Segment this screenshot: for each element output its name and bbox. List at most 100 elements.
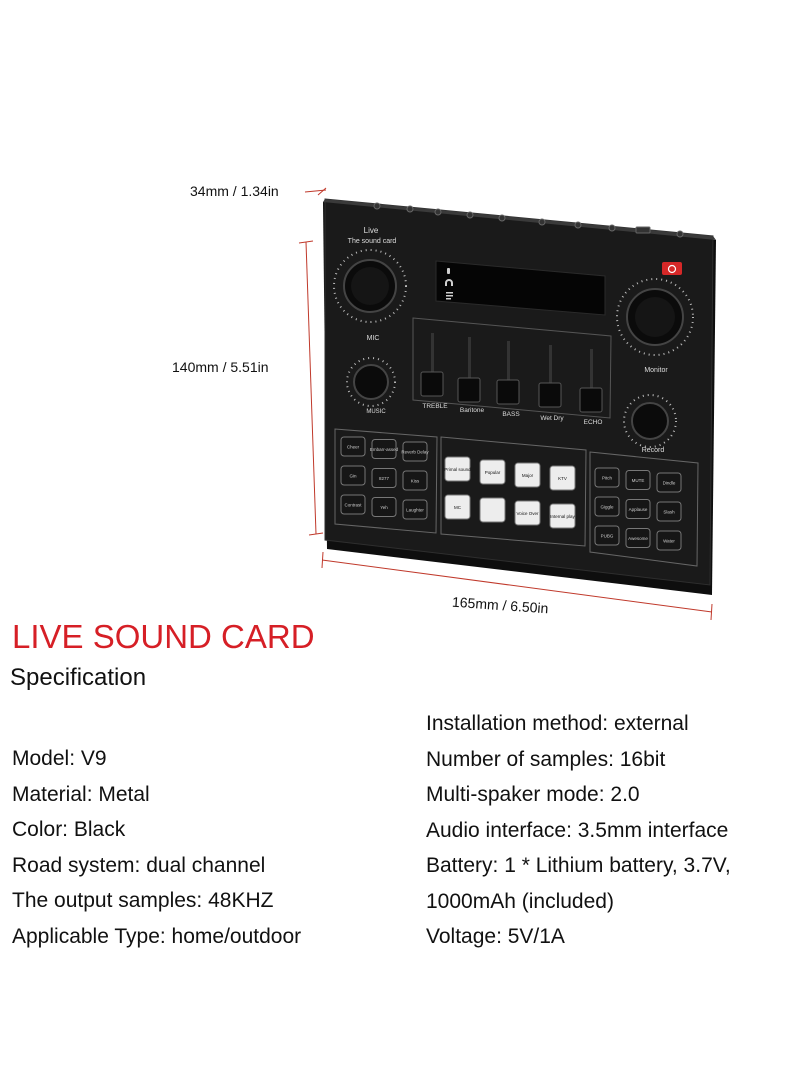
pad-label: PUBG — [601, 534, 614, 539]
pad-label: Embarr-assed — [370, 447, 399, 452]
pad-label: Slash — [663, 510, 675, 515]
spec-list-right: Installation method: external Number of … — [426, 706, 731, 955]
pad-button[interactable]: Kiss — [402, 470, 428, 491]
pad-button[interactable]: 8277 — [371, 468, 397, 488]
fader-label: Baritone — [460, 407, 485, 414]
record-knob-label: Record — [642, 447, 665, 454]
record-knob-scale — [623, 394, 677, 448]
pad-label: Voice Over — [516, 511, 539, 516]
pad-button[interactable]: Awesome — [625, 528, 651, 548]
spec-item: Number of samples: 16bit — [426, 747, 666, 771]
pad-button[interactable]: PUBG — [594, 525, 620, 546]
pad-label: Water — [663, 539, 675, 544]
pad-label: Dindle — [663, 481, 676, 486]
spec-item: Road system: dual channel — [12, 853, 266, 877]
monitor-knob-scale — [616, 278, 694, 356]
spec-item: Battery: 1 * Lithium battery, 3.7V, — [426, 854, 731, 877]
pad-button[interactable]: Reverb Delay — [401, 441, 429, 462]
dimension-lines — [298, 187, 713, 620]
mic-knob-label: MIC — [367, 335, 380, 342]
fader-label: ECHO — [584, 419, 603, 426]
page-title: LIVE SOUND CARD — [12, 618, 315, 655]
spec-item: Voltage: 5V/1A — [426, 925, 565, 948]
pad-button[interactable]: Major — [514, 462, 541, 488]
spec-item: Multi-spaker mode: 2.0 — [426, 783, 640, 806]
pad-label: Yeh — [380, 505, 388, 510]
pad-label: Laughter — [406, 508, 424, 513]
pad-label: Pitch — [602, 476, 613, 481]
pad-button[interactable]: Voice Over — [514, 500, 541, 526]
fader-wet-dry[interactable] — [538, 345, 562, 408]
pad-button[interactable] — [479, 497, 506, 523]
center-pad-group — [440, 436, 587, 547]
pad-button[interactable]: Cheer — [340, 436, 366, 457]
pad-label: Major — [522, 473, 534, 478]
pad-label: Awesome — [628, 536, 648, 541]
fader-treble[interactable] — [420, 333, 444, 397]
spec-item: 1000mAh (included) — [426, 889, 614, 913]
spec-item: Audio interface: 3.5mm interface — [426, 818, 729, 842]
pad-button[interactable]: MC — [444, 494, 471, 520]
fader-label: Wet Dry — [540, 415, 564, 422]
pad-label: Applause — [629, 507, 648, 512]
pad-label: Kiss — [411, 479, 420, 484]
spec-item: Material: Metal — [12, 782, 150, 806]
audio-jacks — [373, 202, 684, 238]
mic-knob-scale — [333, 249, 407, 323]
music-knob-label: MUSIC — [366, 409, 386, 415]
faders — [420, 333, 603, 413]
pad-button[interactable]: Applause — [625, 499, 651, 519]
device-top-edge — [323, 199, 716, 240]
pad-button[interactable]: Slash — [656, 501, 682, 522]
spec-item: Installation method: external — [426, 712, 689, 735]
spec-item: The output samples: 48KHZ — [12, 889, 274, 912]
pad-button[interactable]: Pitch — [594, 467, 620, 488]
fader-baritone[interactable] — [457, 337, 481, 403]
display-icons — [445, 268, 453, 300]
spec-item: Color: Black — [12, 818, 126, 841]
pad-button[interactable]: Internal play — [549, 503, 576, 529]
pad-button[interactable]: KTV — [549, 465, 576, 491]
dimension-depth-label: 34mm / 1.34in — [190, 183, 279, 199]
pad-label: Contrast — [344, 503, 362, 508]
music-knob[interactable] — [353, 364, 389, 400]
spec-list-left: Model: V9 Material: Metal Color: Black R… — [12, 741, 301, 954]
pad-label: 8277 — [379, 476, 390, 481]
pad-label: MUTE — [632, 478, 645, 483]
pad-button[interactable]: Gin — [340, 465, 366, 486]
power-button[interactable] — [662, 262, 682, 275]
pad-button[interactable]: Laughter — [402, 499, 428, 520]
pad-label: Primal sound — [444, 467, 471, 472]
fader-panel — [412, 317, 612, 419]
pad-label: Internal play — [550, 514, 575, 519]
sound-card-illustration: Live The sound card MIC MUSIC Monitor Re… — [298, 187, 716, 620]
pad-label: Cheer — [347, 445, 360, 450]
pad-label: Giggle — [600, 505, 614, 510]
spec-item: Model: V9 — [12, 747, 107, 770]
spec-item: Applicable Type: home/outdoor — [12, 924, 302, 948]
pad-label: Reverb Delay — [401, 450, 429, 455]
pad-label: KTV — [558, 476, 567, 481]
pad-button[interactable]: Contrast — [340, 494, 366, 515]
pad-button[interactable]: Primal sound — [444, 456, 471, 482]
fader-bass[interactable] — [496, 341, 520, 405]
pad-button[interactable]: Popular — [479, 459, 506, 485]
pad-button[interactable]: MUTE — [625, 470, 651, 490]
pad-label: Popular — [485, 470, 501, 475]
display-panel — [435, 260, 606, 316]
fader-label: TREBLE — [422, 403, 448, 410]
right-pad-group — [589, 451, 699, 567]
brand-line1: Live — [364, 226, 379, 235]
pad-button[interactable]: Water — [656, 530, 682, 551]
power-icon — [667, 264, 677, 274]
pad-button[interactable]: Embarr-assed — [370, 439, 399, 459]
pad-label: MC — [454, 505, 462, 510]
music-knob-scale — [346, 357, 396, 407]
pad-button[interactable]: Yeh — [371, 497, 397, 517]
fader-echo[interactable] — [579, 349, 603, 413]
pad-button[interactable]: Dindle — [656, 472, 682, 493]
pad-button[interactable]: Giggle — [594, 496, 620, 517]
left-pad-group — [334, 428, 438, 534]
record-knob[interactable] — [631, 402, 669, 440]
